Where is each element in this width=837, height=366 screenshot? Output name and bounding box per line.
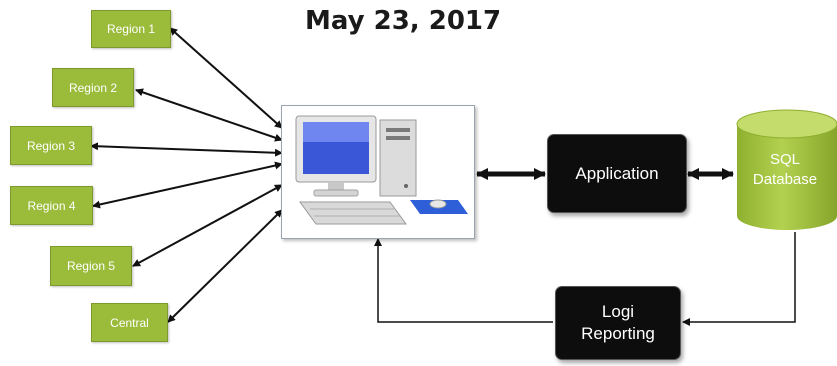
- reporting-computer-arrow: [374, 238, 553, 323]
- application-label: Application: [575, 163, 659, 183]
- database-label-line-2: Database: [752, 171, 818, 188]
- region-3-arrow: [90, 142, 283, 157]
- region-1-box: Region 1: [91, 10, 171, 48]
- region-label: Region 1: [106, 22, 156, 36]
- region-label: Region 2: [68, 80, 118, 95]
- region-2-arrow: [135, 88, 283, 142]
- reporting-box: Logi Reporting: [555, 286, 681, 360]
- region-4-box: Region 4: [10, 186, 93, 225]
- application-box: Application: [547, 134, 687, 213]
- region-5-box: Region 5: [50, 246, 132, 286]
- central-box: Central: [91, 303, 168, 342]
- page-title: May 23, 2017: [305, 6, 502, 36]
- database-reporting-arrow: [682, 232, 796, 326]
- central-arrow: [167, 209, 283, 323]
- region-label: Region 4: [27, 198, 76, 213]
- database-label-line-1: SQL: [769, 151, 800, 168]
- region-label: Region 3: [26, 138, 76, 153]
- region-label: Region 5: [66, 259, 116, 273]
- region-label: Central: [110, 315, 149, 330]
- reporting-label-line-1: Logi: [601, 302, 635, 321]
- reporting-label-line-2: Reporting: [581, 324, 655, 343]
- region-5-arrow: [132, 184, 283, 267]
- region-3-box: Region 3: [10, 126, 92, 165]
- region-2-box: Region 2: [52, 68, 134, 107]
- desktop-computer-icon: [295, 115, 468, 225]
- region-1-arrow: [169, 27, 283, 129]
- database-label: SQL Database: [735, 150, 835, 190]
- computer-box: [281, 105, 475, 239]
- database-cylinder: [736, 109, 837, 230]
